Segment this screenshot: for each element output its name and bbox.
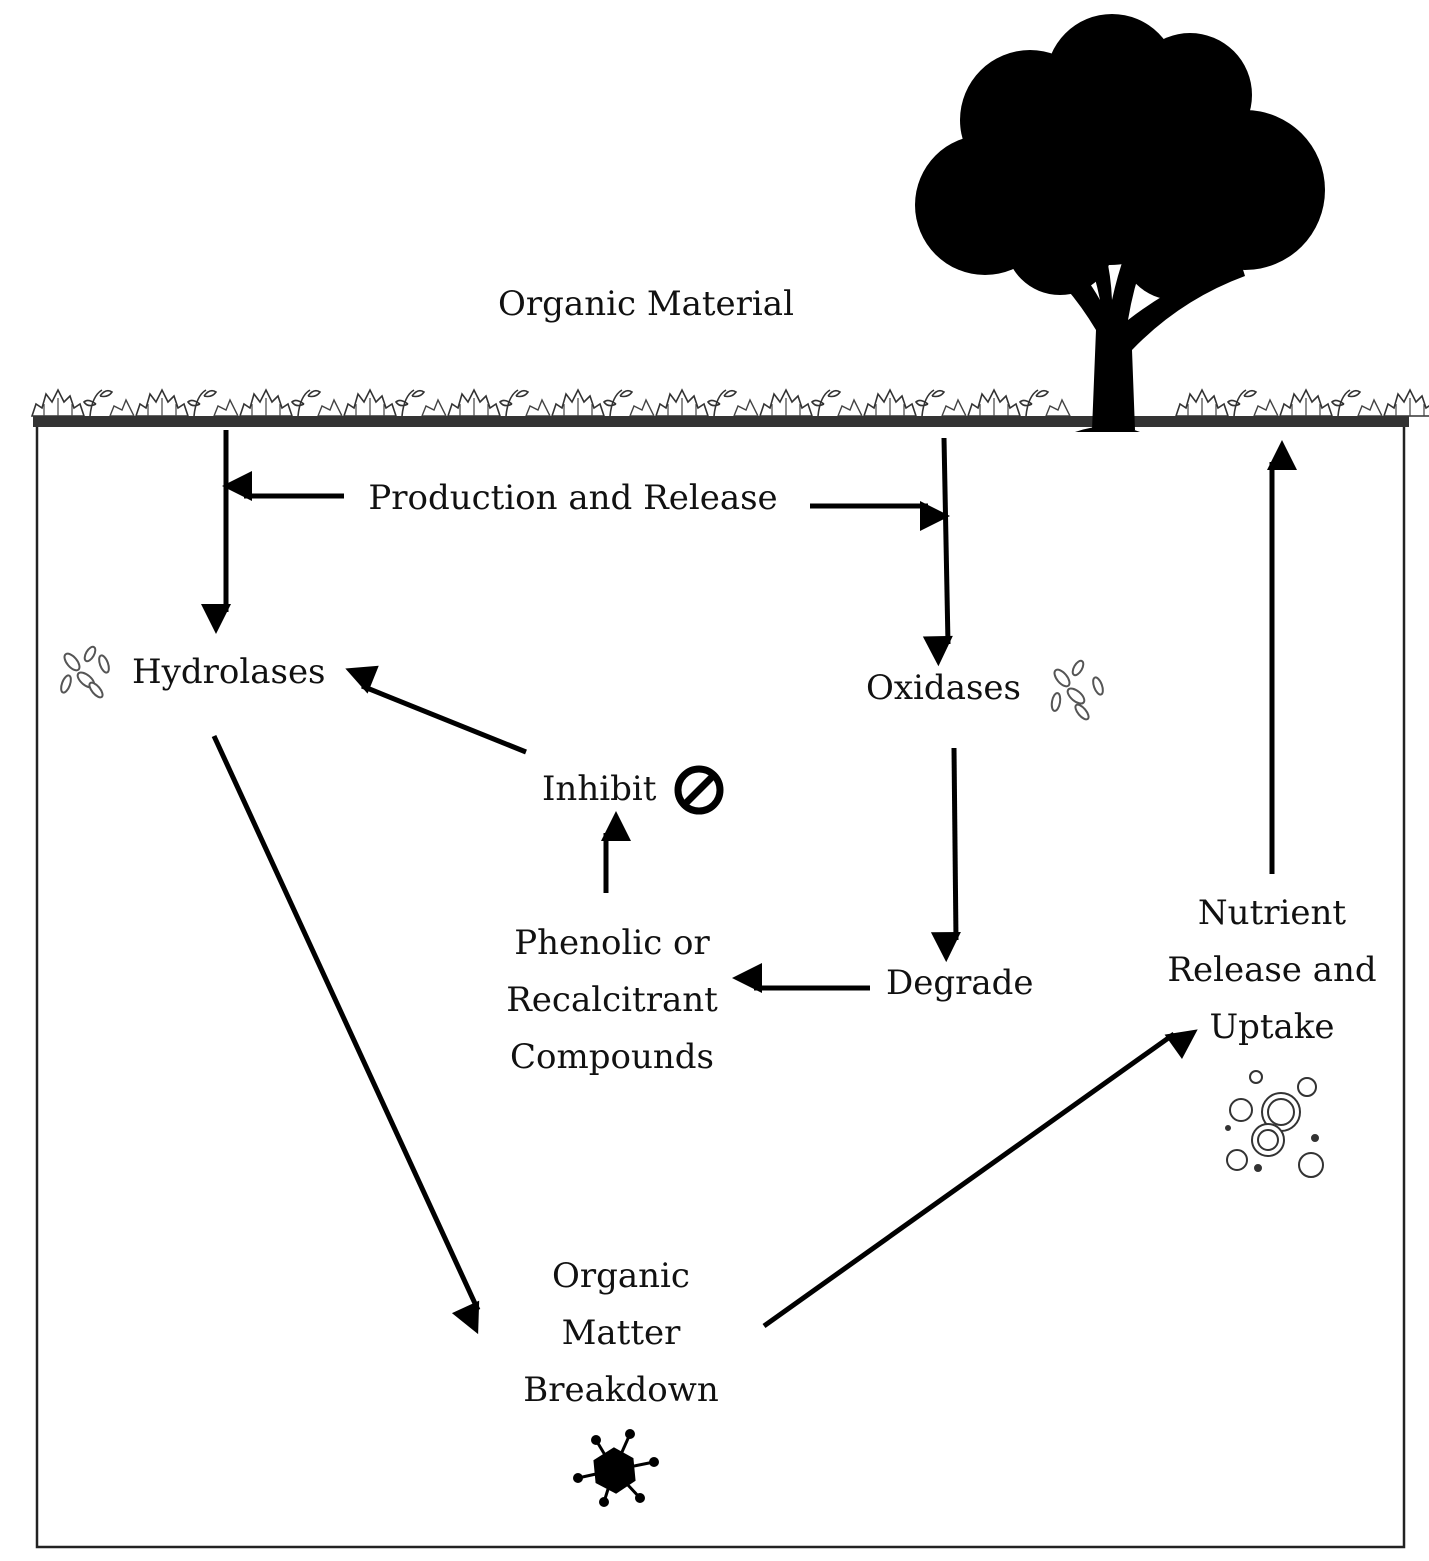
litter-clump — [1175, 389, 1279, 417]
litter-clump — [655, 389, 759, 417]
inhibit-label: Inhibit — [542, 769, 657, 809]
arrow-oxidases-degrade — [930, 747, 961, 963]
tree-icon — [915, 14, 1325, 432]
leaf-litter-icon — [31, 389, 1429, 417]
litter-clump — [1383, 389, 1429, 417]
litter-clump — [343, 389, 447, 417]
litter-clump — [863, 389, 967, 417]
microbe-icon — [60, 645, 110, 699]
litter-clump — [31, 389, 135, 417]
nutrient-release-label: Nutrient Release and Uptake — [1167, 885, 1376, 1056]
litter-clump — [447, 389, 551, 417]
production-release-label: Production and Release — [368, 478, 778, 518]
nutrient-line-3: Uptake — [1209, 1007, 1335, 1047]
nutrient-line-2: Release and — [1167, 950, 1377, 990]
phenolic-compounds-label: Phenolic or Recalcitrant Compounds — [506, 915, 718, 1086]
litter-clump — [1279, 389, 1383, 417]
organic-matter-breakdown-label: Organic Matter Breakdown — [523, 1248, 718, 1419]
litter-clump — [551, 389, 655, 417]
phenolic-line-3: Compounds — [510, 1037, 714, 1077]
phenolic-line-2: Recalcitrant — [506, 980, 718, 1020]
degrade-label: Degrade — [886, 963, 1034, 1003]
phenolic-line-1: Phenolic or — [514, 923, 710, 963]
virus-particle-icon — [573, 1429, 659, 1507]
litter-clump — [135, 389, 239, 417]
breakdown-line-3: Breakdown — [523, 1370, 719, 1410]
arrow-breakdown-nutrient — [762, 1029, 1198, 1329]
oxidases-label: Oxidases — [866, 668, 1021, 708]
inhibit-icon — [674, 765, 724, 815]
breakdown-line-1: Organic — [552, 1256, 690, 1296]
arrow-to-oxidases — [922, 437, 953, 667]
microbe-icon — [1050, 659, 1104, 721]
litter-clump — [239, 389, 343, 417]
soil-surface — [33, 416, 1409, 427]
nutrient-bubbles-icon — [1225, 1070, 1324, 1178]
nutrient-line-1: Nutrient — [1197, 893, 1347, 933]
litter-clump — [967, 389, 1071, 417]
arrows — [201, 430, 1297, 1335]
hydrolases-label: Hydrolases — [132, 652, 326, 692]
arrow-hydrolases-breakdown — [211, 734, 481, 1335]
organic-material-label: Organic Material — [498, 284, 794, 324]
litter-clump — [759, 389, 863, 417]
arrow-inhibit-hydrolases — [345, 665, 527, 755]
breakdown-line-2: Matter — [561, 1313, 681, 1353]
